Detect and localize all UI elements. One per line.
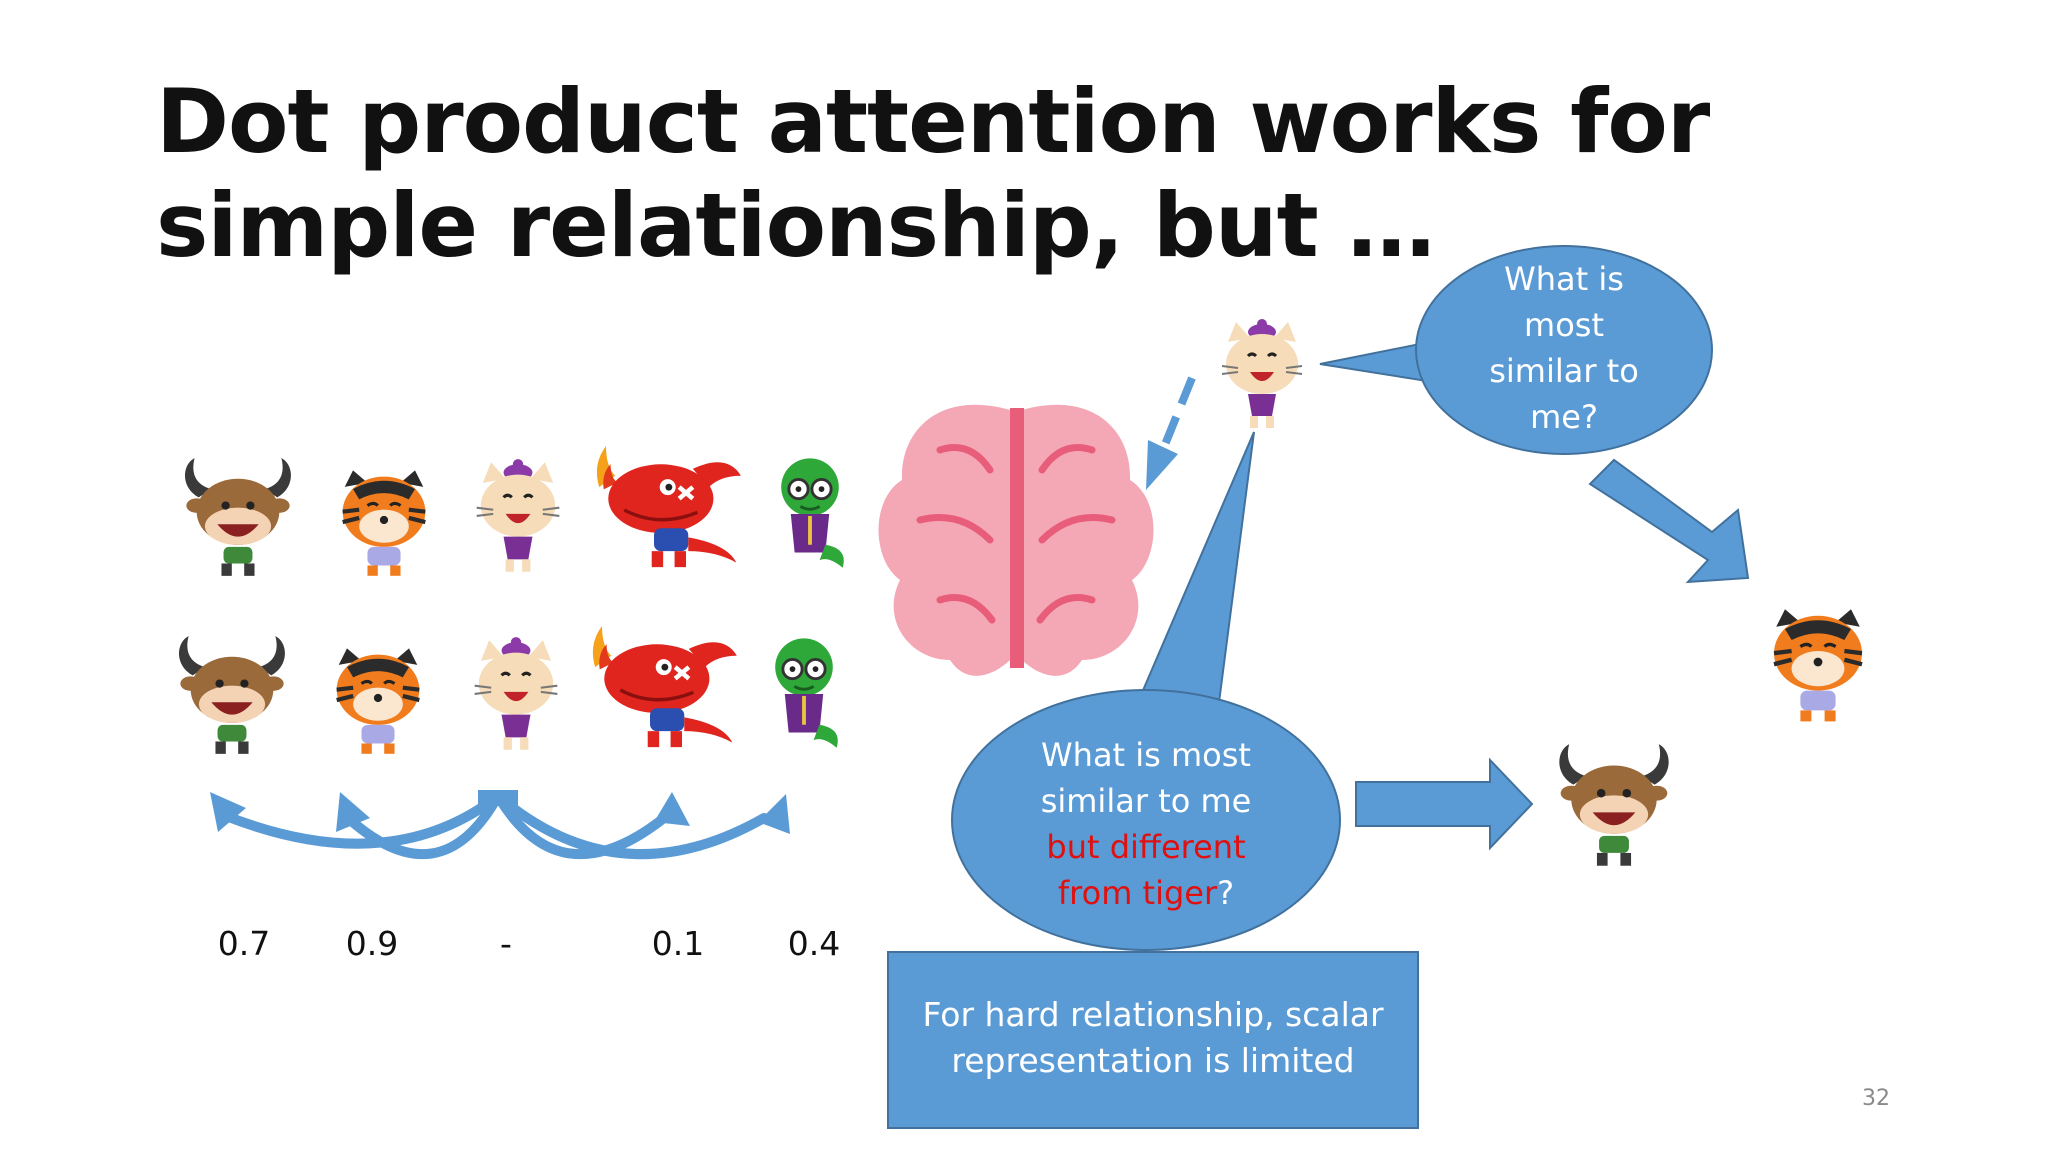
title-line-1: Dot product attention works for <box>156 70 1710 173</box>
bubble-top-line-2: most <box>1524 306 1604 344</box>
ox-result-icon <box>1559 744 1669 866</box>
brain-icon <box>878 404 1154 676</box>
ox-icon <box>185 458 291 576</box>
score-dragon: 0.1 <box>651 924 705 963</box>
arrowhead-ox <box>210 792 246 832</box>
bubble-bottom-line-4: from tiger? <box>996 870 1296 916</box>
bubble-top-line-1: What is <box>1504 260 1624 298</box>
big-arrow-diagonal <box>1588 458 1750 584</box>
title-line-2: simple relationship, but … <box>156 174 1435 277</box>
bubble-top-text: What is most similar to me? <box>1444 256 1684 440</box>
tiger-result-icon <box>1774 609 1862 721</box>
ox-icon <box>179 636 285 754</box>
arrow-to-dragon <box>493 791 669 860</box>
cat-icon <box>475 457 561 574</box>
dragon-icon <box>597 446 741 567</box>
page-number: 32 <box>1862 1086 1890 1111</box>
tiger-icon <box>343 470 426 575</box>
bubble-bottom-red-text: from tiger <box>1057 874 1218 912</box>
bubble-bottom-text: What is most similar to me but different… <box>996 732 1296 916</box>
bubble-bottom-line-1: What is most <box>1041 736 1251 774</box>
big-arrow-right <box>1355 757 1534 851</box>
bubble-bottom-line-3: but different <box>1046 828 1246 866</box>
snake-icon <box>773 636 840 750</box>
top-row-characters <box>185 446 846 576</box>
attention-arrowheads <box>210 790 790 834</box>
snake-icon <box>779 456 846 570</box>
conclusion-text: For hard relationship, scalar representa… <box>888 992 1418 1084</box>
dashed-arrow <box>1146 376 1196 490</box>
bubble-top-line-4: me? <box>1530 398 1598 436</box>
dragon-icon <box>593 626 737 747</box>
score-tiger: 0.9 <box>345 924 399 963</box>
score-cat: - <box>500 924 512 963</box>
slide-title: Dot product attention works for simple r… <box>156 70 1856 278</box>
score-ox: 0.7 <box>217 924 271 963</box>
arrow-to-tiger <box>343 791 503 860</box>
bubble-bottom-line-2: similar to me <box>1040 782 1252 820</box>
speech-bubble-bottom <box>951 431 1341 951</box>
arrow-to-snake <box>493 791 769 860</box>
cat-icon <box>473 635 559 752</box>
tiger-icon <box>337 648 420 753</box>
bottom-row-characters <box>179 626 840 754</box>
conclusion-line-2: representation is limited <box>951 1041 1355 1080</box>
score-snake: 0.4 <box>787 924 841 963</box>
attention-arrows <box>221 791 769 860</box>
conclusion-box <box>887 951 1419 1129</box>
conclusion-line-1: For hard relationship, scalar <box>922 995 1384 1034</box>
bubble-bottom-question-mark: ? <box>1217 874 1235 912</box>
bubble-top-line-3: similar to <box>1489 352 1639 390</box>
speech-bubble-top <box>1319 245 1713 455</box>
cat-self-icon <box>1220 317 1304 430</box>
